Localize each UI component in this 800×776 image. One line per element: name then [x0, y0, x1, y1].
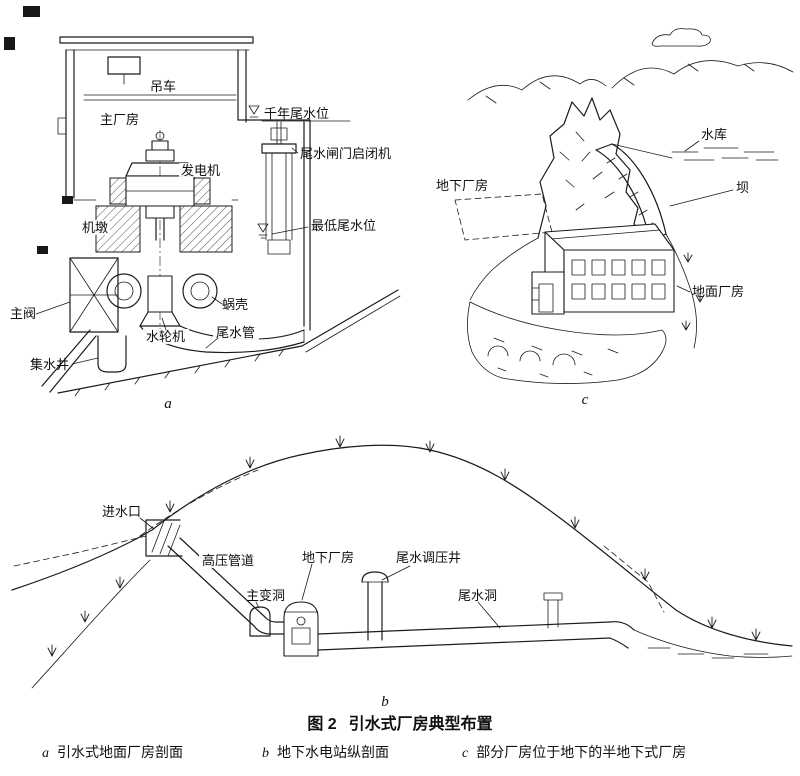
- entrance-annex: [531, 271, 565, 315]
- min-tailwater-level-symbol: [257, 223, 269, 239]
- leader-draft-tube: [205, 337, 219, 349]
- diagram-c-semi-underground: 水库 坝 地下厂房: [436, 28, 794, 408]
- leader-tail-gate-hoist: [291, 147, 299, 154]
- crane: [83, 56, 237, 101]
- approach-dashed-line: [13, 535, 147, 567]
- windows: [571, 259, 666, 300]
- key-c: c: [582, 392, 589, 408]
- right-slope: [665, 233, 705, 349]
- label-drainage-sump: 集水井: [30, 357, 69, 372]
- figure-number: 图 2: [307, 715, 336, 733]
- key-b: b: [381, 694, 389, 710]
- label-tailrace-tunnel: 尾水洞: [458, 588, 497, 603]
- leader-reservoir: [684, 140, 700, 152]
- leader-intake: [139, 517, 155, 530]
- leader-tailrace-tunnel: [477, 601, 501, 629]
- surface-powerhouse-building: [531, 223, 675, 315]
- label-crane: 吊车: [150, 79, 176, 94]
- generator-unit: [109, 130, 211, 336]
- main-valve-structure: [41, 257, 119, 393]
- label-mask: [179, 163, 223, 177]
- label-mask: [219, 296, 251, 311]
- turbine-runner: [139, 275, 181, 327]
- drainage-sump: [97, 335, 127, 373]
- label-mask: [143, 329, 189, 344]
- label-reservoir: 水库: [701, 127, 727, 142]
- leader-min-tailwater: [271, 226, 309, 235]
- label-generator: 发电机: [181, 163, 220, 178]
- reservoir-water: [671, 147, 779, 161]
- label-transformer-cavern: 主变洞: [246, 588, 285, 603]
- diagram-b-underground-station-section: 进水口 高压管道 主变洞 地下厂房 尾水调压井: [11, 435, 793, 710]
- label-mask: [79, 220, 110, 235]
- diagram-a-surface-powerhouse-section: 吊车 主厂房 千年尾水位 尾水闸门启闭机: [4, 6, 401, 412]
- left-foreground-slope: [31, 559, 151, 689]
- label-main-powerhouse: 主厂房: [100, 112, 139, 127]
- surge-shaft: [361, 571, 389, 641]
- label-surge-shaft: 尾水调压井: [396, 550, 461, 565]
- figure-title: 引水式厂房典型布置: [349, 714, 493, 733]
- leader-dam: [669, 189, 734, 207]
- background-mountains: [467, 60, 794, 104]
- label-surface-powerhouse: 地面厂房: [692, 284, 744, 299]
- figure-caption: 图 2 引水式厂房典型布置: [307, 714, 492, 733]
- underground-powerhouse-cavern: [283, 601, 319, 657]
- intake-structure: [145, 519, 183, 557]
- leader-main-valve: [35, 301, 71, 315]
- label-max-tailwater-level: 千年尾水位: [264, 106, 329, 121]
- label-underground-powerhouse-b: 地下厂房: [302, 550, 354, 565]
- tailrace-tunnel: [317, 592, 635, 651]
- door: [538, 283, 554, 313]
- label-spiral-case: 蜗壳: [222, 297, 248, 312]
- label-tail-gate-hoist: 尾水闸门启闭机: [300, 146, 391, 161]
- rock-slope-base: [467, 301, 667, 384]
- tail-gate-hoist: [261, 121, 297, 255]
- label-intake: 进水口: [102, 504, 141, 519]
- vegetation: [47, 435, 761, 657]
- slope-dashed-line: [603, 545, 665, 613]
- leader-surface-powerhouse: [676, 285, 691, 293]
- label-main-valve: 主阀: [10, 306, 36, 321]
- label-machine-pier: 机墩: [82, 220, 108, 235]
- label-min-tailwater-level: 最低尾水位: [311, 218, 376, 233]
- label-mask: [213, 325, 259, 340]
- leader-turbine: [161, 317, 167, 331]
- label-penstock: 高压管道: [202, 553, 254, 568]
- mountain-profile: [11, 444, 793, 647]
- cloud-icon: [651, 28, 711, 47]
- leader-surge-shaft: [381, 565, 411, 581]
- leader-sump: [71, 357, 99, 365]
- transformer-cavern: [249, 606, 271, 637]
- label-underground-powerhouse-c: 地下厂房: [436, 178, 488, 193]
- excavation-dashed-line: [139, 469, 259, 537]
- spiral-case: [106, 273, 218, 309]
- leader-transformer-cavern: [255, 601, 260, 609]
- label-turbine: 水轮机: [146, 329, 185, 344]
- leader-spiral-case: [211, 296, 223, 305]
- key-a: a: [164, 396, 172, 412]
- label-mask: [199, 553, 255, 568]
- max-tailwater-level-symbol: [248, 105, 351, 122]
- leader-underground-powerhouse: [301, 563, 313, 601]
- foundation-ground: [57, 289, 401, 397]
- outlet-river: [633, 629, 793, 659]
- label-draft-tube: 尾水管: [216, 325, 255, 340]
- rock-peak: [469, 97, 647, 301]
- label-dam: 坝: [736, 180, 749, 195]
